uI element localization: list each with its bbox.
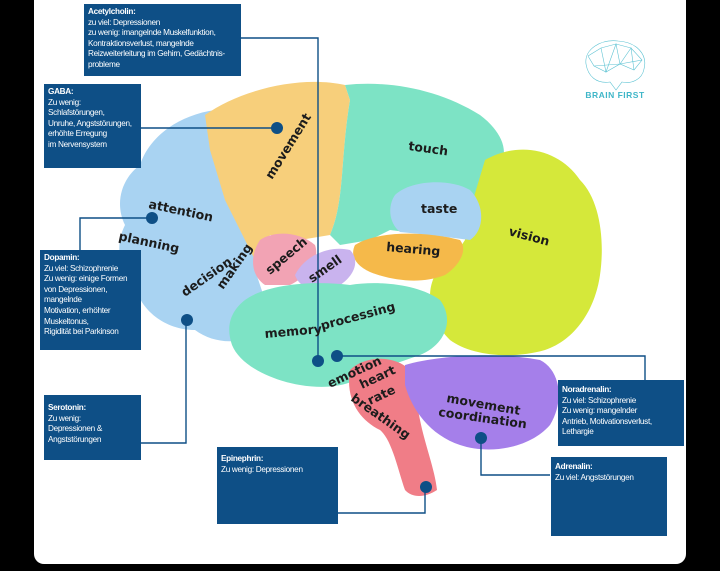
box-epinephrin: Epinephrin: Zu wenig: Depressionen (217, 447, 338, 524)
box-title: Acetylcholin: (88, 7, 136, 16)
marker-dopamin (146, 212, 158, 224)
marker-epinephrin (420, 481, 432, 493)
box-line: Antrieb, Motivationsverlust, (562, 416, 652, 426)
box-acetylcholin: Acetylcholin: zu viel: Depressionen zu w… (84, 4, 241, 76)
box-line: Unruhe, Angststörungen, (48, 118, 132, 128)
box-adrenalin: Adrenalin: Zu viel: Angststörungen (551, 457, 667, 536)
box-dopamin: Dopamin: Zu viel: Schizophrenie Zu wenig… (40, 250, 141, 350)
box-serotonin: Serotonin: Zu wenig: Depressionen & Angs… (44, 395, 141, 460)
region-hearing (353, 233, 464, 281)
box-title: GABA: (48, 87, 74, 96)
marker-adrenalin (475, 432, 487, 444)
box-line: Schlafstörungen, (48, 108, 105, 118)
box-title: Dopamin: (44, 253, 80, 262)
label-taste: taste (421, 201, 457, 216)
region-taste (390, 182, 482, 240)
box-line: zu wenig: imangelnde Muskelfunktion, (88, 28, 216, 38)
box-line: Zu wenig: einige Formen (44, 274, 128, 284)
box-line: Angststörungen (48, 434, 102, 444)
box-line: Zu wenig: (48, 97, 81, 107)
box-line: probleme (88, 59, 120, 69)
box-line: Zu wenig: (48, 413, 81, 423)
box-line: erhöhte Erregung (48, 129, 107, 139)
box-noradrenalin: Noradrenalin: Zu viel: Schizophrenie Zu … (558, 380, 684, 446)
box-line: Zu wenig: mangelnder (562, 406, 638, 416)
box-gaba: GABA: Zu wenig: Schlafstörungen, Unruhe,… (44, 84, 141, 168)
box-title: Adrenalin: (555, 462, 593, 471)
label-memory: memory (264, 321, 323, 341)
box-line: Reizweiterleitung im Gehirn, Gedächtnis- (88, 49, 225, 59)
region-cerebellum (405, 355, 559, 450)
box-line: Zu viel: Schizophrenie (44, 263, 118, 273)
region-brainstem (349, 358, 437, 496)
box-line: zu viel: Depressionen (88, 17, 160, 27)
region-motor-cortex (205, 81, 350, 260)
box-title: Epinephrin: (221, 454, 264, 463)
marker-noradrenalin (331, 350, 343, 362)
marker-acetylcholin (312, 355, 324, 367)
box-line: Zu viel: Angststörungen (555, 472, 634, 482)
marker-gaba (271, 122, 283, 134)
box-line: Muskeltonus, (44, 316, 89, 326)
box-line: Depressionen & (48, 424, 103, 434)
box-line: Motivation, erhöhter (44, 305, 111, 315)
box-line: mangelnde (44, 295, 82, 305)
box-line: Zu viel: Schizophrenie (562, 395, 636, 405)
leader-lines (79, 37, 646, 514)
box-line: im Nervensystem (48, 139, 107, 149)
brain-network-icon (576, 34, 656, 104)
label-hearing: hearing (386, 239, 441, 259)
box-line: Zu wenig: Depressionen (221, 464, 303, 474)
brand-name: BRAIN FIRST (585, 90, 645, 100)
label-touch: touch (408, 138, 449, 158)
region-smell (295, 248, 356, 291)
marker-serotonin (181, 314, 193, 326)
box-line: Lethargie (562, 427, 594, 437)
box-line: Kontraktionsverlust, mangelnde (88, 38, 194, 48)
marker-dots (146, 122, 487, 493)
box-line: Rigidität bei Parkinson (44, 327, 119, 337)
box-title: Noradrenalin: (562, 385, 612, 394)
box-title: Serotonin: (48, 403, 86, 412)
region-frontal-lobe (119, 110, 265, 342)
box-line: von Depressionen, (44, 284, 108, 294)
